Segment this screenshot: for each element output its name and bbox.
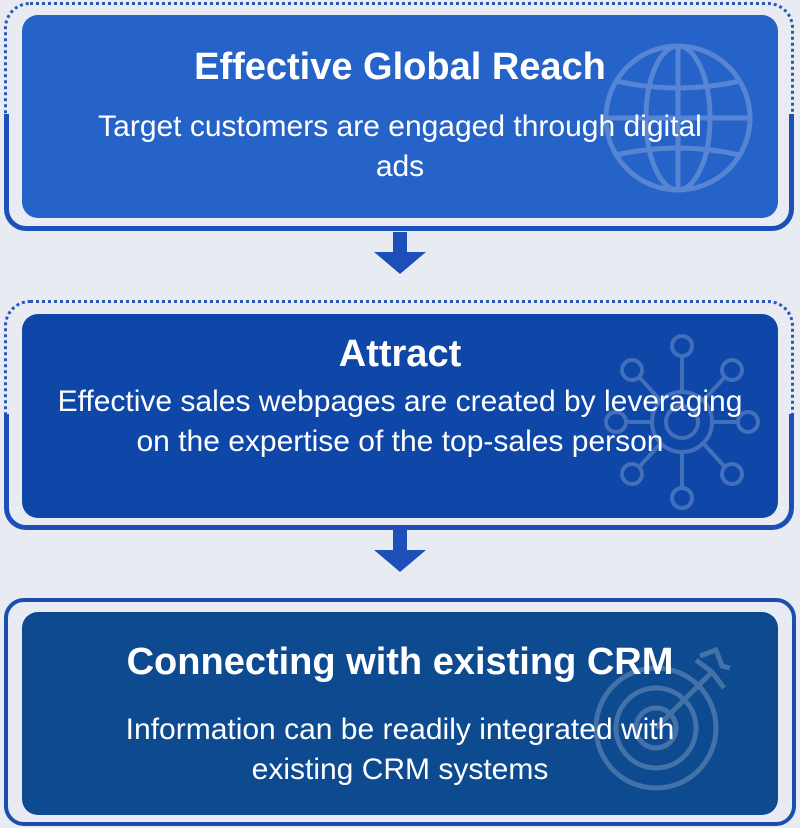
step-description: Information can be readily integrated wi…	[125, 713, 675, 786]
step-description: Effective sales webpages are created by …	[57, 385, 743, 458]
step-title: Effective Global Reach	[194, 46, 606, 88]
arrow-down-icon	[374, 530, 426, 572]
step-description: Target customers are engaged through dig…	[98, 110, 702, 183]
step-1-frame-solid	[4, 114, 794, 231]
step-2-frame-dotted	[4, 300, 794, 422]
network-hub-icon	[604, 334, 760, 510]
step-3-frame	[4, 598, 796, 826]
step-title: Attract	[338, 333, 462, 375]
step-card-global-reach: Effective Global Reach Target customers …	[22, 15, 778, 218]
target-icon	[593, 646, 731, 791]
step-card-attract: Attract Effective sales webpages are cre…	[22, 314, 778, 518]
arrow-down-icon	[374, 232, 426, 274]
step-1-frame-dotted	[4, 2, 794, 122]
globe-icon	[603, 43, 753, 193]
step-2-frame-solid	[4, 414, 794, 530]
step-title: Connecting with existing CRM	[126, 641, 674, 683]
step-card-crm: Connecting with existing CRM Information…	[22, 612, 778, 815]
